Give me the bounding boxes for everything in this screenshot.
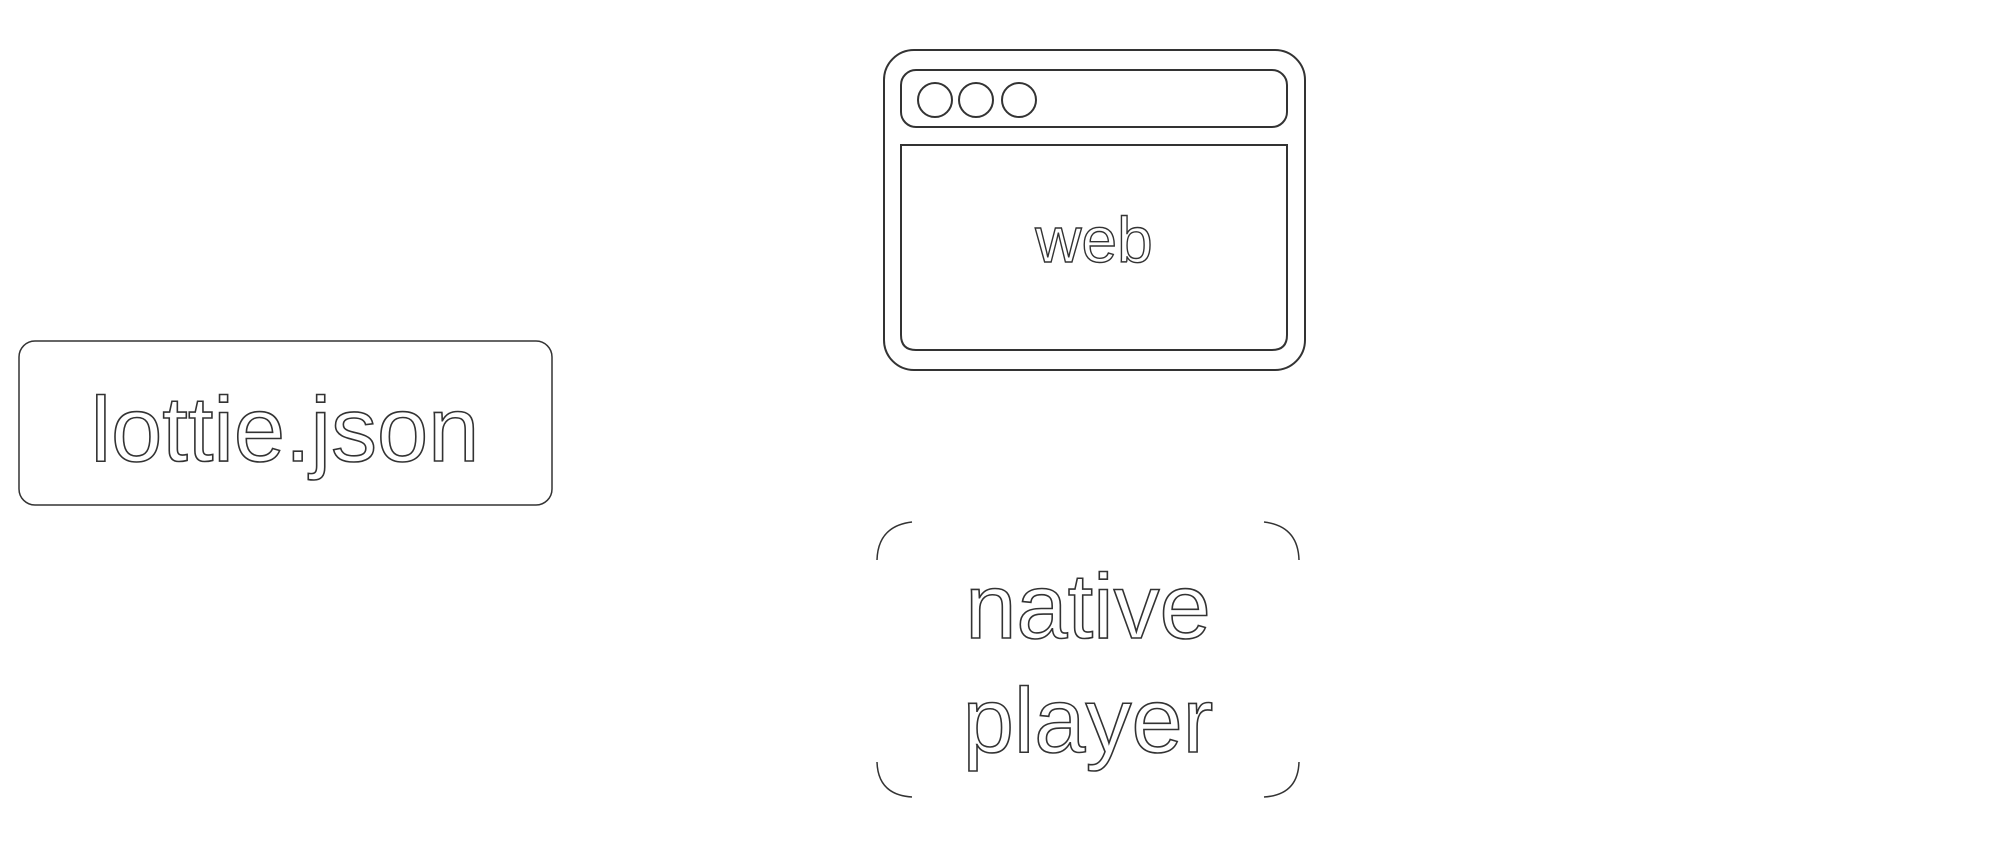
web-node: web bbox=[883, 49, 1306, 371]
corner-top-right bbox=[1263, 521, 1300, 561]
browser-dot-3 bbox=[1001, 82, 1037, 118]
lottie-json-node: lottie.json bbox=[18, 340, 553, 506]
browser-dot-2 bbox=[958, 82, 994, 118]
web-label: web bbox=[1034, 204, 1152, 276]
corner-top-left bbox=[876, 521, 913, 561]
native-player-bracket-corners bbox=[876, 521, 1300, 798]
browser-window-icon bbox=[883, 49, 1306, 371]
corner-bottom-right bbox=[1263, 761, 1300, 798]
corner-bottom-left bbox=[876, 761, 913, 798]
lottie-json-box bbox=[18, 340, 553, 506]
native-player-label-line2: player bbox=[963, 670, 1214, 772]
native-player-label-line1: native bbox=[965, 556, 1211, 658]
native-player-node: native player bbox=[876, 521, 1300, 798]
browser-dot-1 bbox=[917, 82, 953, 118]
browser-content-area bbox=[900, 144, 1288, 351]
browser-title-bar bbox=[900, 69, 1288, 128]
lottie-json-label: lottie.json bbox=[91, 379, 480, 481]
